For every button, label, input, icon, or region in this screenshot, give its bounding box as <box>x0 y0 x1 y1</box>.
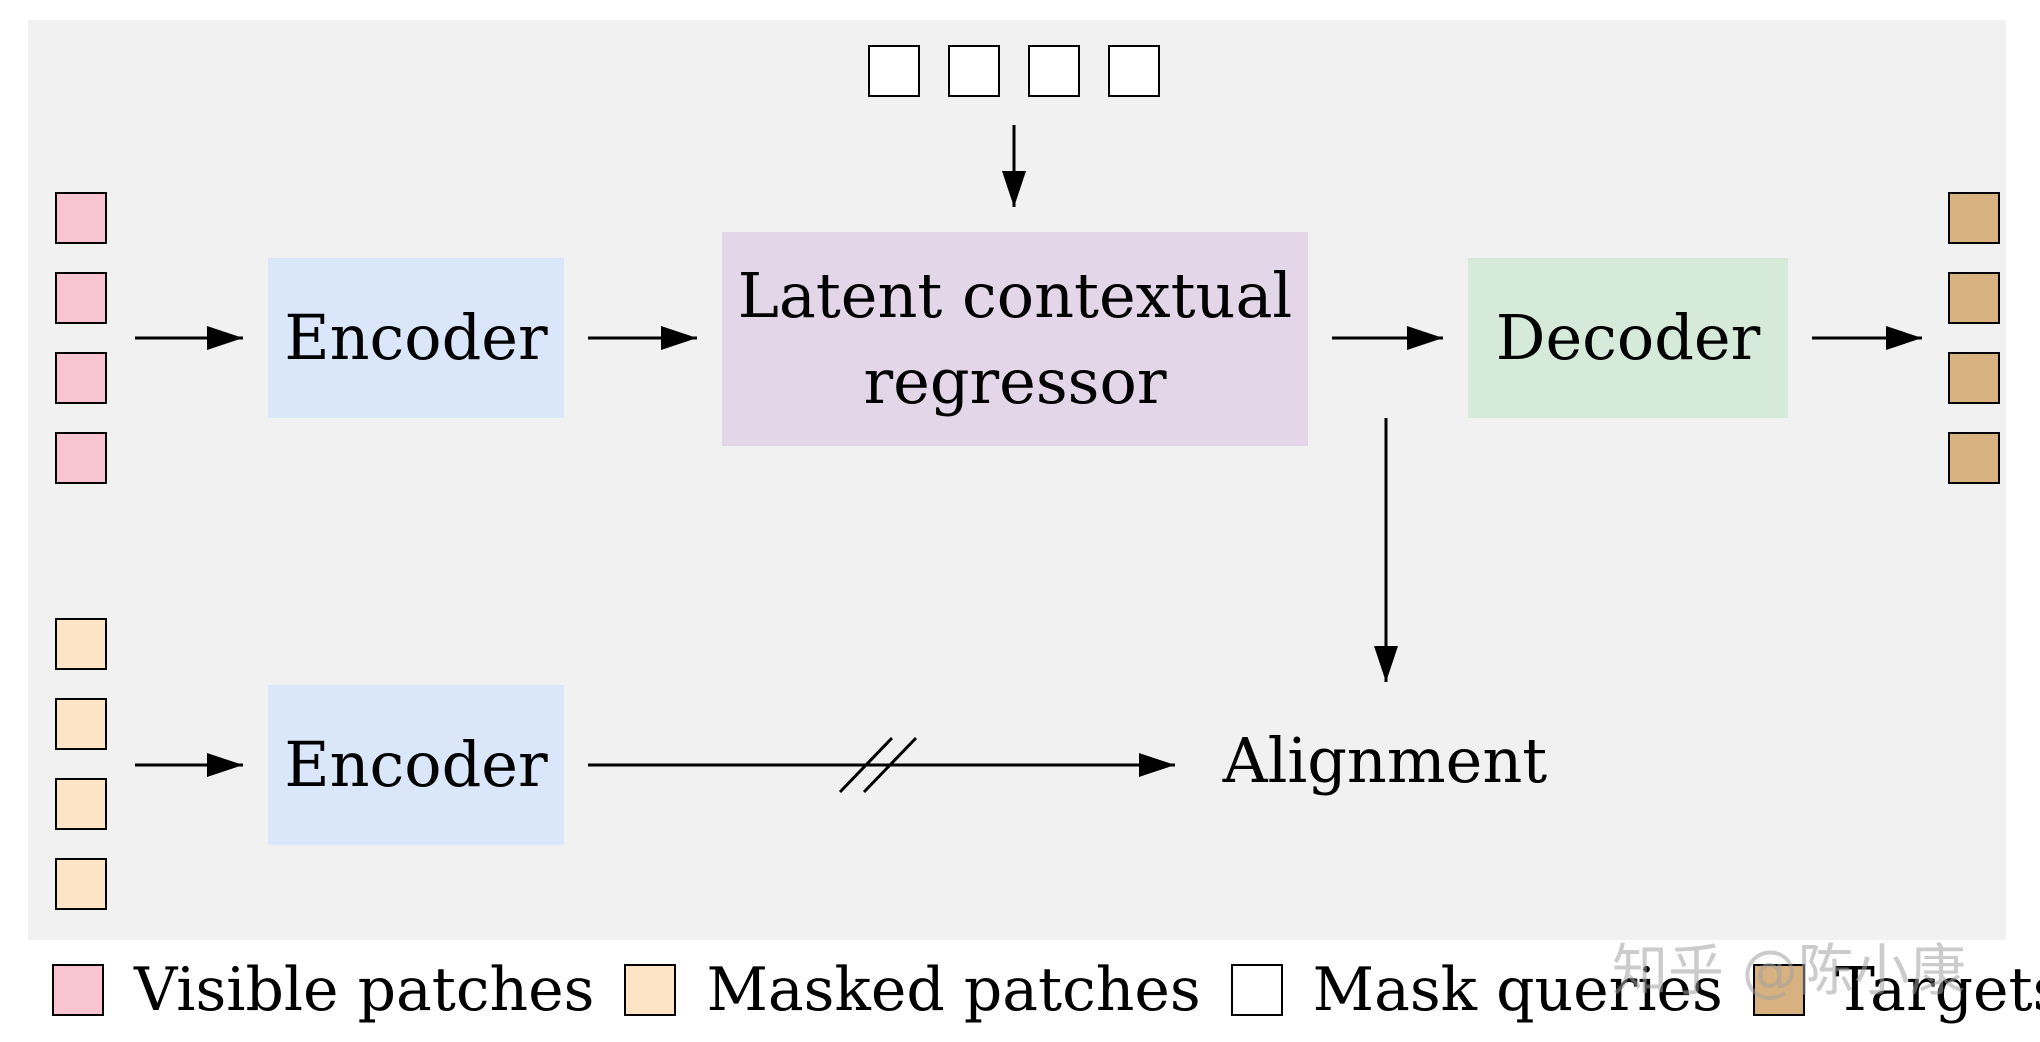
legend-masked-label: Masked patches <box>706 955 1201 1025</box>
target-patch-3 <box>1948 352 2000 404</box>
visible-patch-1 <box>55 192 107 244</box>
legend-visible-swatch <box>52 964 104 1016</box>
encoder-bottom-block: Encoder <box>268 685 564 845</box>
legend-query-swatch <box>1230 964 1283 1016</box>
latent-contextual-regressor-block: Latent contextual regressor <box>722 232 1308 446</box>
mask-query-3 <box>1028 45 1080 97</box>
target-patch-2 <box>1948 272 2000 324</box>
encoder-top-label: Encoder <box>284 301 548 374</box>
visible-patch-4 <box>55 432 107 484</box>
stop-gradient-icon <box>838 736 918 794</box>
legend-visible-label: Visible patches <box>134 955 595 1025</box>
regressor-label-line1: Latent contextual <box>737 259 1293 332</box>
decoder-block: Decoder <box>1468 258 1788 418</box>
masked-patch-3 <box>55 778 107 830</box>
target-patch-4 <box>1948 432 2000 484</box>
target-patch-1 <box>1948 192 2000 244</box>
legend-target-label: Targets <box>1834 955 2040 1025</box>
encoder-bottom-label: Encoder <box>284 728 548 801</box>
masked-patch-4 <box>55 858 107 910</box>
visible-patch-3 <box>55 352 107 404</box>
masked-patch-1 <box>55 618 107 670</box>
watermark: 知乎 @陈小康 <box>1612 939 1966 1004</box>
legend-masked-swatch <box>624 964 677 1016</box>
legend: Visible patches Masked patches Mask quer… <box>52 950 2040 1030</box>
regressor-label-line2: regressor <box>863 345 1167 418</box>
mask-query-1 <box>868 45 920 97</box>
alignment-label: Alignment <box>1222 723 1548 797</box>
encoder-top-block: Encoder <box>268 258 564 418</box>
visible-patch-2 <box>55 272 107 324</box>
masked-patch-2 <box>55 698 107 750</box>
mask-query-4 <box>1108 45 1160 97</box>
legend-query-label: Mask queries <box>1312 955 1723 1025</box>
mask-query-2 <box>948 45 1000 97</box>
decoder-label: Decoder <box>1495 301 1761 374</box>
legend-target-swatch <box>1752 964 1805 1016</box>
